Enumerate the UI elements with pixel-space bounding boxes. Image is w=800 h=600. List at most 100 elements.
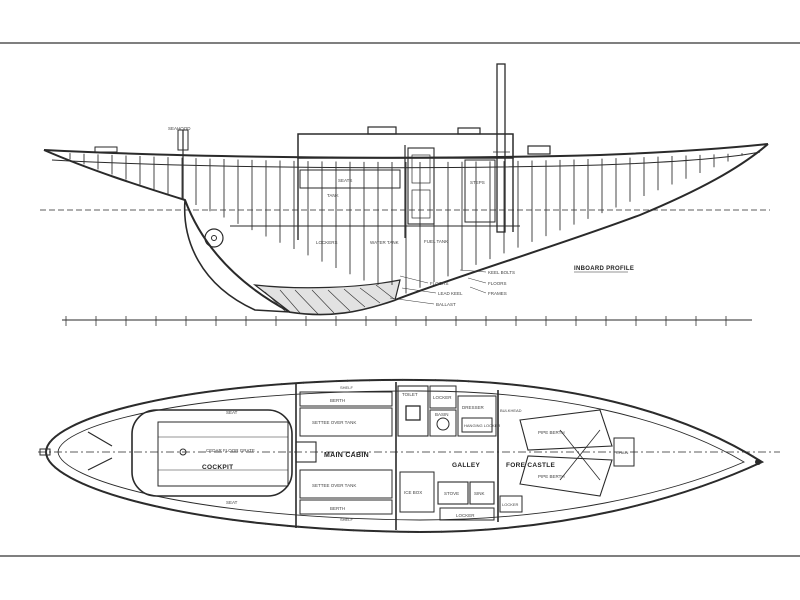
stove: [437, 481, 469, 505]
plan-rivet: [92, 487, 95, 490]
basin-box: [429, 409, 457, 437]
sheer-line: [43, 143, 769, 159]
toilet-room: [397, 385, 429, 437]
plan-rivet: [571, 518, 574, 521]
plan-rivet: [264, 522, 267, 525]
plan-rivet: [171, 396, 174, 399]
plan-rivet: [657, 498, 660, 501]
plan-rivet: [160, 398, 163, 401]
plan-rivet: [182, 394, 185, 397]
plan-label-dresser: DRESSER: [462, 405, 485, 410]
plan-rivet: [412, 378, 415, 381]
plan-rivet: [379, 379, 382, 382]
plan-rivet: [689, 489, 692, 492]
profile-title: INBOARD PROFILE: [574, 266, 634, 272]
mast: [496, 63, 506, 233]
plan-rivet: [357, 379, 360, 382]
plan-rivets: [45, 378, 763, 533]
ballast-keel: [252, 279, 401, 315]
plan-rivet: [139, 402, 142, 405]
forward-hatch: [527, 145, 551, 155]
steering-wheel: [204, 228, 224, 248]
plan-rivet: [528, 524, 531, 527]
plan-hull-inner: [57, 390, 745, 521]
ballast-callout-frames: FRAMES: [488, 291, 507, 296]
plan-rivet: [368, 379, 371, 382]
tiller: [87, 431, 113, 471]
plan-compartment-fore-castle: FORE CASTLE: [506, 462, 556, 469]
plan-rivet: [451, 530, 454, 533]
basin: [436, 417, 450, 431]
plan-rivet: [533, 386, 536, 389]
rudder-post-head: [177, 129, 189, 151]
plan-rivet: [625, 507, 628, 510]
plan-rivet: [760, 461, 763, 464]
plan-rivet: [117, 408, 120, 411]
plan-rivet: [134, 500, 137, 503]
plan-rivet: [275, 523, 278, 526]
plan-rivet: [740, 470, 743, 473]
plan-compartment-cockpit: COCKPIT: [202, 464, 233, 471]
plan-rivet: [598, 397, 601, 400]
plan-rivet: [751, 455, 754, 458]
plan-rivet: [247, 386, 250, 388]
plan-rivet: [242, 520, 245, 523]
plan-rivet: [72, 478, 75, 481]
profile-callout-tank: TANK: [327, 193, 339, 198]
plan-rivet: [291, 382, 294, 385]
plan-rivet: [484, 528, 487, 531]
plan-rivet: [678, 492, 681, 495]
plan-rivet: [253, 521, 256, 524]
plan-rivet: [506, 526, 509, 529]
profile-label-fuel-tank: FUEL TANK: [424, 239, 448, 244]
ballast-callout-ballast: BALLAST: [436, 302, 456, 307]
plan-rivet: [672, 418, 675, 421]
icebox: [399, 471, 435, 513]
profile-callout-seahood: SEAHOOD: [168, 126, 191, 131]
plan-label-locker-2: LOCKER: [456, 513, 475, 518]
plan-rivet: [330, 528, 333, 531]
plan-rivet: [608, 399, 611, 402]
accommodation-plan: SEAT SEAT CEDAR FLOOR GRATE COCKPIT BERT…: [38, 378, 780, 534]
hull-frames: [69, 153, 743, 294]
profile-callout-steps: STEPS: [470, 180, 485, 185]
plan-label-chain: CHAIN: [616, 450, 629, 455]
ballast-leaders: [389, 269, 487, 305]
plan-rivet: [742, 449, 745, 452]
plan-rivet: [286, 524, 289, 527]
ballast-callout-floors-1: FLOORS: [430, 281, 449, 286]
plan-rivet: [619, 402, 622, 405]
plan-rivet: [478, 380, 481, 383]
plan-rivet: [86, 418, 89, 421]
plan-rivet: [210, 515, 213, 518]
cockpit-floor-grate: [157, 421, 289, 487]
plan-rivet: [614, 509, 617, 512]
plan-rivet: [280, 383, 283, 386]
plan-rivet: [587, 395, 590, 398]
locker-lower-2: [439, 507, 495, 521]
cabin-top-hatch: [367, 126, 397, 135]
plan-label-settee-lower: SETTEE OVER TANK: [312, 483, 356, 488]
plan-rivet: [434, 379, 437, 382]
locker-upper-1: [429, 385, 457, 409]
plan-rivet: [188, 512, 191, 515]
plan-rivet: [702, 430, 705, 433]
cabin-door: [407, 147, 435, 225]
plan-rivet: [96, 414, 99, 417]
plan-label-pipe-berth-upper: PIPE BERTH: [538, 430, 565, 435]
plan-label-pipe-berth-lower: PIPE BERTH: [538, 474, 565, 479]
plan-rivet: [220, 517, 223, 520]
plan-rivet: [730, 474, 733, 477]
plan-rivet: [462, 529, 465, 532]
plan-rivet: [549, 521, 552, 524]
plan-rivet: [456, 379, 459, 382]
plan-rivet: [82, 482, 85, 485]
plan-rivet: [149, 400, 152, 403]
plan-rivet: [103, 490, 106, 493]
plan-rivet: [445, 379, 448, 382]
settee-lower: [299, 469, 393, 499]
plan-rivet: [440, 530, 443, 533]
chain-locker: [613, 437, 635, 467]
